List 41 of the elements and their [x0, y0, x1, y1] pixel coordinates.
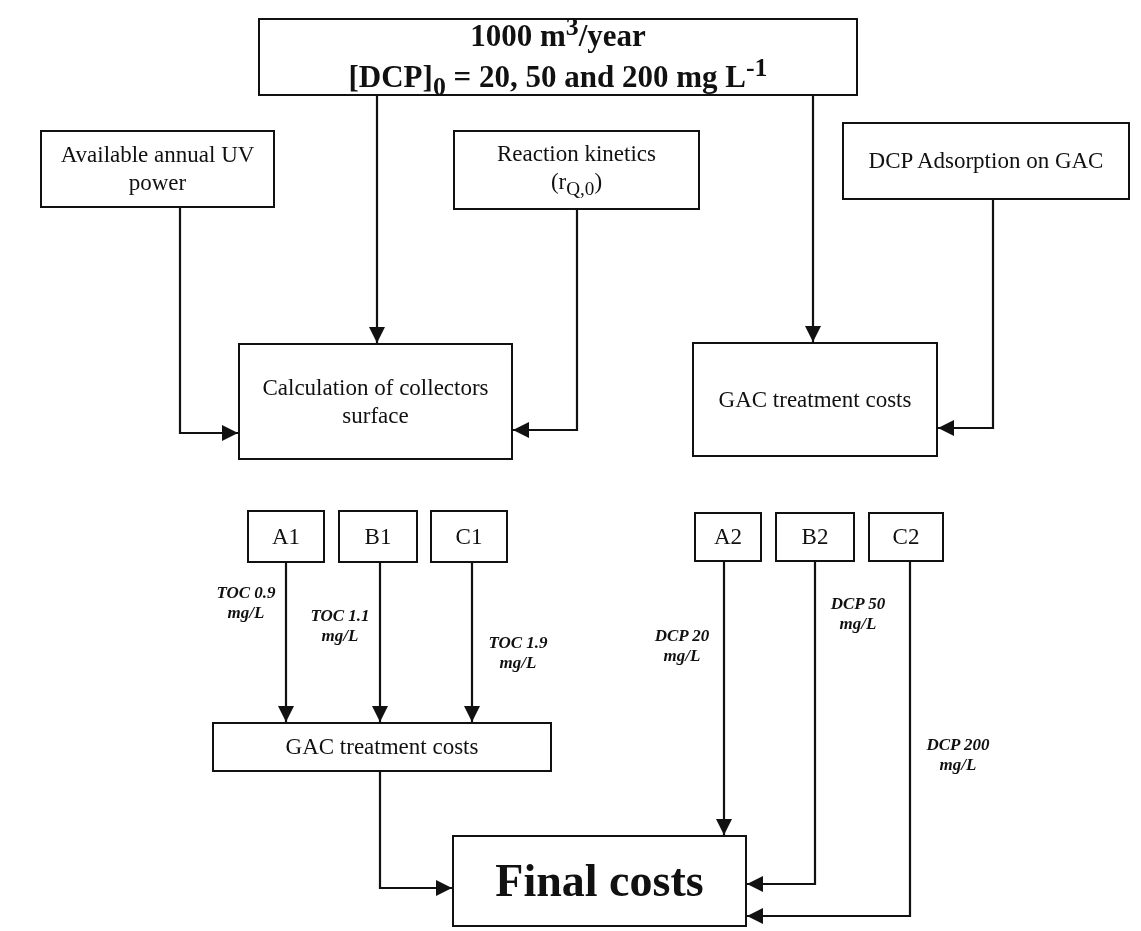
box-label: B2: [801, 523, 829, 551]
box-label: GAC treatment costs: [718, 385, 912, 414]
process-box: [868, 512, 944, 562]
box-label: Final costs: [495, 854, 704, 909]
process-box: [238, 343, 513, 460]
box-label: C2: [892, 523, 920, 551]
arrow: [369, 96, 385, 343]
box-label: [DCP]$_{0}$ = 20, 50 and 200 mg L$^{-1}$: [348, 53, 768, 101]
process-box: [338, 510, 418, 563]
arrow: [464, 563, 480, 722]
arrow: [372, 563, 388, 722]
arrow: [178, 208, 238, 441]
arrow: [716, 562, 732, 835]
arrow: [747, 562, 912, 924]
process-box: [692, 342, 938, 457]
process-box: [212, 722, 552, 772]
box-label: Reaction kinetics: [496, 140, 656, 168]
arrow: [805, 96, 821, 342]
box-label: A2: [713, 523, 743, 551]
box-label: DCP Adsorption on GAC: [868, 147, 1104, 175]
arrow: [938, 200, 995, 436]
process-box: [452, 835, 747, 927]
box-label: (r$_{Q,0}$): [550, 168, 603, 200]
process-box: [430, 510, 508, 563]
process-box: [842, 122, 1130, 200]
box-label: A1: [271, 522, 301, 551]
process-box: [694, 512, 762, 562]
box-label: Available annual UV power: [59, 141, 256, 197]
arrow: [378, 772, 452, 896]
box-label: Calculation of collectors surface: [261, 373, 490, 430]
box-label: B1: [364, 522, 392, 551]
process-box: [40, 130, 275, 208]
arrow: [513, 210, 579, 438]
process-box: [453, 130, 700, 210]
arrow: [278, 563, 294, 722]
process-box: [775, 512, 855, 562]
process-box: [247, 510, 325, 563]
arrow: [747, 562, 817, 892]
box-label: C1: [455, 522, 483, 551]
process-box: [258, 18, 858, 96]
box-label: GAC treatment costs: [285, 733, 479, 761]
